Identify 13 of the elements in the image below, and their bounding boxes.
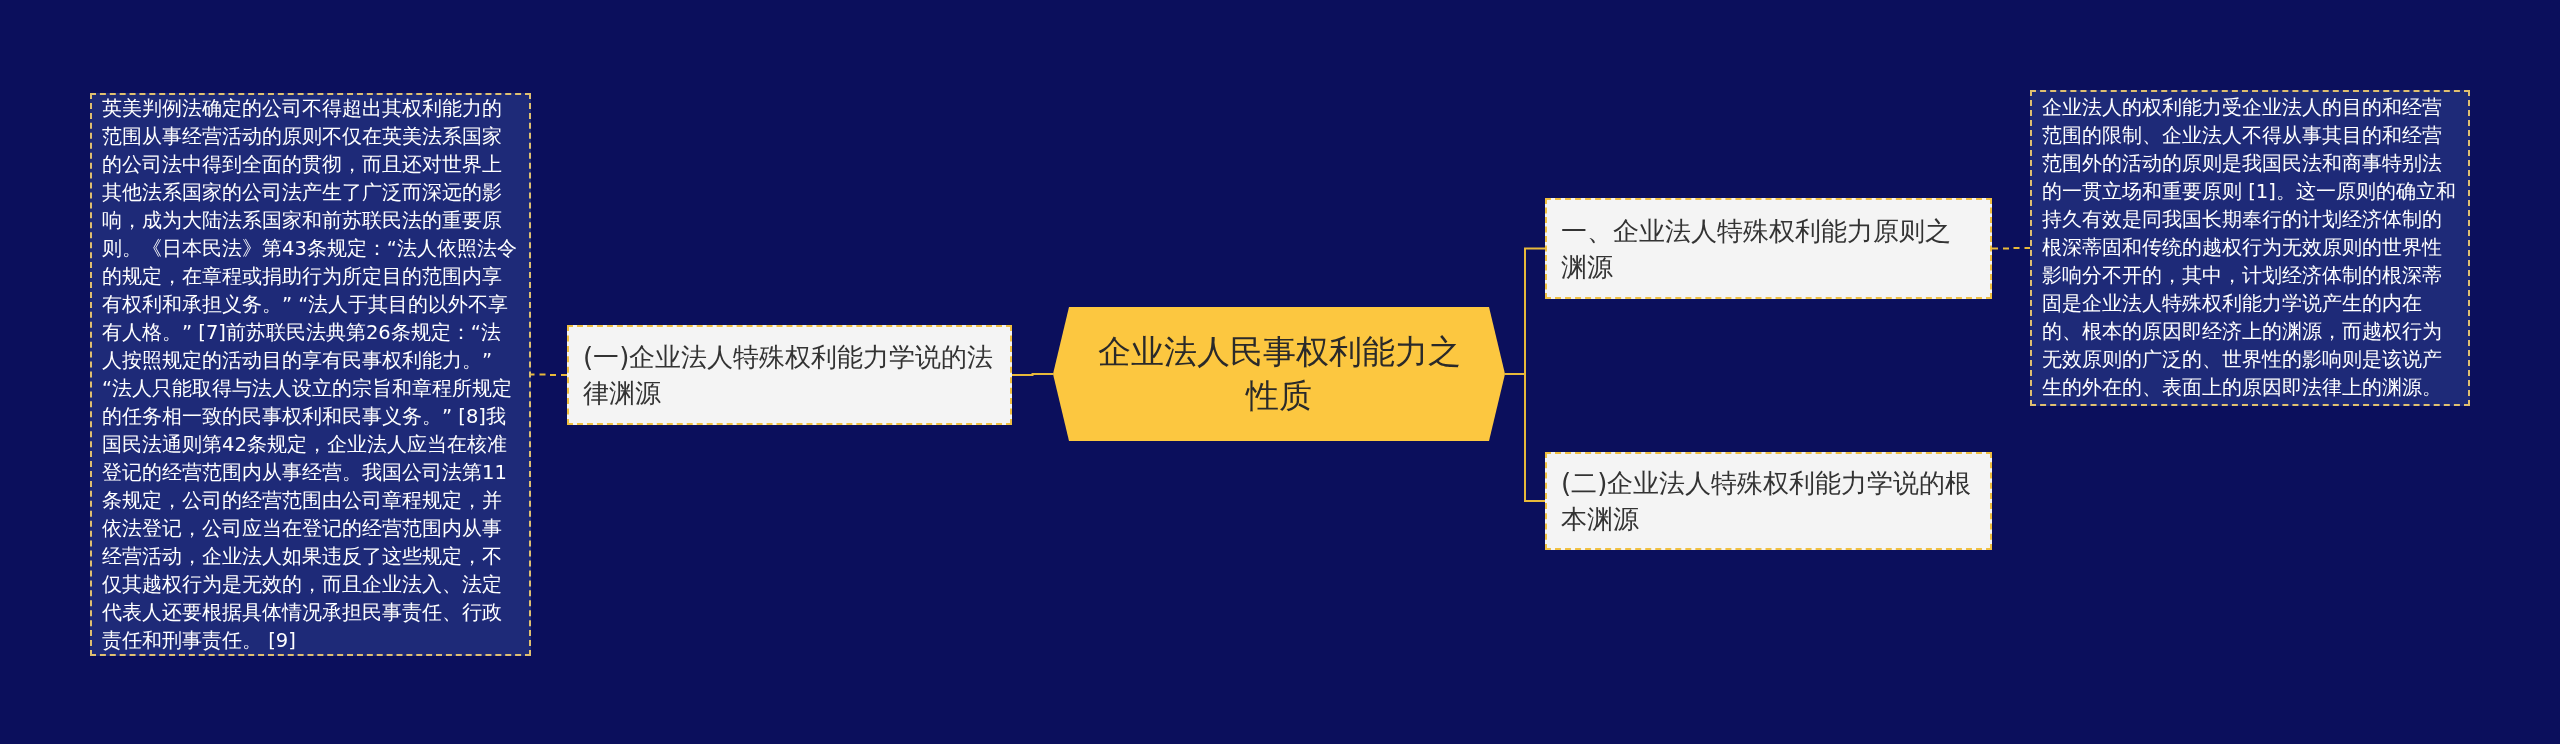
connector-line (1991, 247, 2031, 250)
note-text: 企业法人的权利能力受企业法人的目的和经营范围的限制、企业法人不得从事其目的和经营范围外的活动的原则是我国民法和商事特别法的一贯立场和重要原则 [1]。这一原则的确立和持久有效是同我国长期奉行的计划经济体制的根深蒂固和传统的越权行为无效原则的世界性影响分不开的，其中，计划经济体制的根深蒂固是企业法人特殊权利能力学说产生的内在的、根本的原因即经济上的渊源，而越权行为无效原则的广泛的、世界性的影响则是该说产生的外在的、表面上的原因即法律上的渊源。 (2042, 95, 2457, 401)
topic-label: (二)企业法人特殊权利能力学说的根本渊源 (1561, 467, 1973, 536)
topic-label: 一、企业法人特殊权利能力原则之渊源 (1561, 214, 1952, 284)
topic-box (1545, 452, 1992, 550)
topic-box (1545, 198, 1992, 299)
connector-line (1011, 373, 1054, 376)
topic-title: 企业法人民事权利能力之性质 (1096, 331, 1462, 417)
topic-box (567, 325, 1012, 425)
connector-line (530, 373, 568, 376)
note-text: 英美判例法确定的公司不得超出其权利能力的范围从事经营活动的原则不仅在英美法系国家的公司法中得到全面的贯彻，而且还对世界上其他法系国家的公司法产生了广泛而深远的影响，成为大陆法系国家和前苏联民法的重要原则。《日本民法》第43条规定：“法人依照法令的规定，在章程或捐助行为所定目的范围内享有权利和承担义务。” “法人于其目的以外不享有人格。” [7]前苏联民法典第26条规定：“法人按照规定的活动目的享有民事权利能力。” “法人只能取得与法人设立的宗旨和章程所规定的任务相一致的民事权利和民事义务。” [8]我国民法通则第42条规定，企业法人应当在核准登记的经营范围内从事经营。我国公司法第11条规定，公司的经营范围由公司章程规定，并依法登记，公司应当在登记的经营范围内从事经营活动，企业法人如果违反了这些规定，不仅其越权行为是无效的，而且企业法入、法定代表人还要根据具体情况承担民事责任、行政责任和刑事责任。 [9] (102, 95, 518, 654)
topic-hexagon (1053, 307, 1505, 441)
topic-label: (一)企业法人特殊权利能力学说的法律渊源 (583, 341, 995, 410)
